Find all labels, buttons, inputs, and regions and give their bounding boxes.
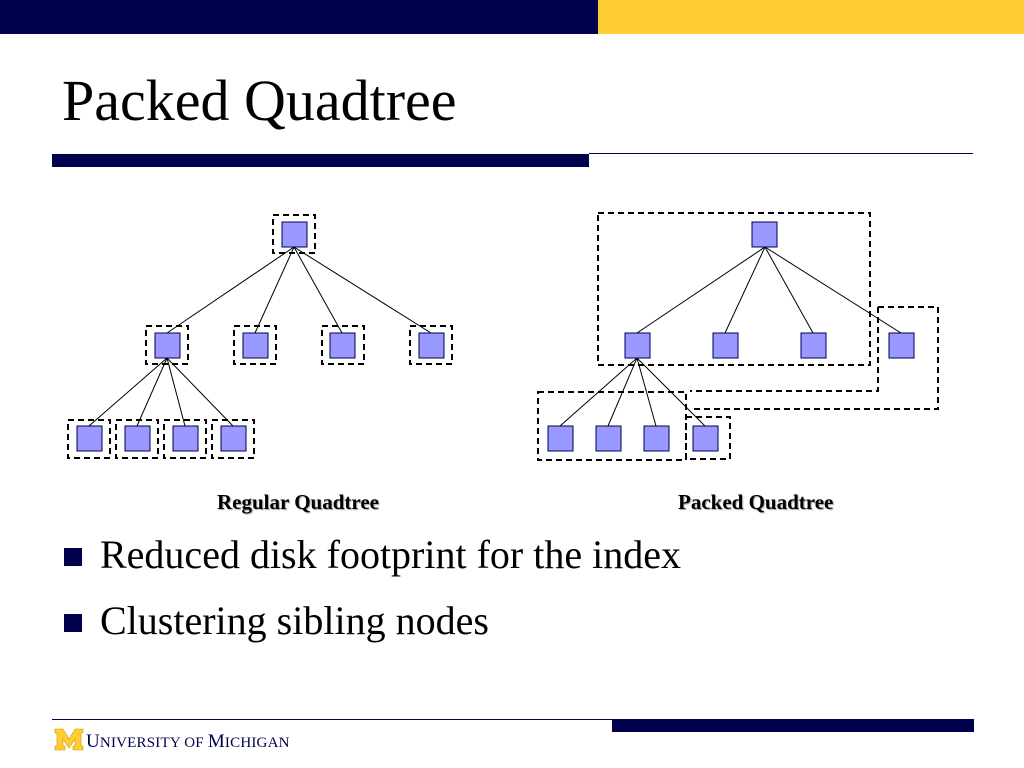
- quadtree-node: [172, 425, 199, 452]
- edge: [636, 246, 766, 334]
- packed-quadtree-caption: Packed Quadtree: [678, 490, 834, 514]
- edge: [764, 246, 814, 334]
- edge: [293, 246, 343, 334]
- edge: [293, 246, 432, 334]
- quadtree-node: [220, 425, 247, 452]
- edge: [636, 357, 657, 427]
- quadtree-node: [800, 332, 827, 359]
- page-box: [211, 419, 255, 459]
- quadtree-node: [281, 221, 308, 248]
- square-bullet-icon: [64, 548, 82, 566]
- quadtree-node: [624, 332, 651, 359]
- page-box: [409, 325, 453, 365]
- footer-rule-thin: [52, 719, 612, 720]
- regular-quadtree: [67, 214, 453, 459]
- edge: [724, 246, 766, 334]
- page-box: [272, 214, 316, 254]
- bullet-text: Reduced disk footprint for the index: [100, 532, 681, 577]
- page-box: [321, 325, 365, 365]
- quadtree-node: [595, 425, 622, 452]
- edge: [136, 357, 168, 427]
- university-wordmark: UNIVERSITY OF MICHIGAN: [86, 731, 290, 753]
- quadtree-node: [751, 221, 778, 248]
- footer-rule-thick: [612, 719, 974, 732]
- edge: [166, 357, 186, 427]
- page-box: [163, 419, 207, 459]
- quadtree-node: [418, 332, 445, 359]
- block-m-logo-icon: [54, 728, 84, 751]
- square-bullet-icon: [64, 614, 82, 632]
- quadtree-node: [547, 425, 574, 452]
- slide-title: Packed Quadtree: [62, 68, 457, 133]
- quadtree-node: [242, 332, 269, 359]
- quadtree-node: [154, 332, 181, 359]
- quadtree-node: [712, 332, 739, 359]
- quadtree-node: [643, 425, 670, 452]
- packed-quadtree: [537, 212, 939, 461]
- page-box: [67, 419, 111, 459]
- quadtree-node: [76, 425, 103, 452]
- quadtree-node: [888, 332, 915, 359]
- page-box: [115, 419, 159, 459]
- wordmark-initial: M: [207, 731, 225, 752]
- page-box: [597, 212, 871, 366]
- quadtree-node: [329, 332, 356, 359]
- edge: [254, 246, 295, 334]
- wordmark-part: ICHIGAN: [224, 735, 290, 751]
- page-box: [233, 325, 277, 365]
- title-underline-thin: [589, 153, 973, 154]
- bullet-text: Clustering sibling nodes: [100, 598, 489, 643]
- top-bar-navy: [0, 0, 598, 34]
- quadtree-node: [692, 425, 719, 452]
- wordmark-initial: U: [86, 731, 100, 752]
- regular-quadtree-caption: Regular Quadtree: [217, 490, 379, 514]
- page-box: [685, 416, 731, 460]
- edge: [764, 246, 902, 334]
- page-box: [690, 307, 879, 392]
- title-underline-thick: [52, 154, 589, 167]
- edge: [166, 246, 295, 334]
- wordmark-part: NIVERSITY OF: [99, 735, 208, 751]
- quadtree-node: [124, 425, 151, 452]
- edge: [166, 357, 234, 427]
- page-box: [145, 325, 189, 365]
- top-bar-gold: [598, 0, 1024, 34]
- university-logo: UNIVERSITY OF MICHIGAN: [54, 726, 289, 754]
- edge: [88, 357, 168, 427]
- page-box: [690, 306, 939, 410]
